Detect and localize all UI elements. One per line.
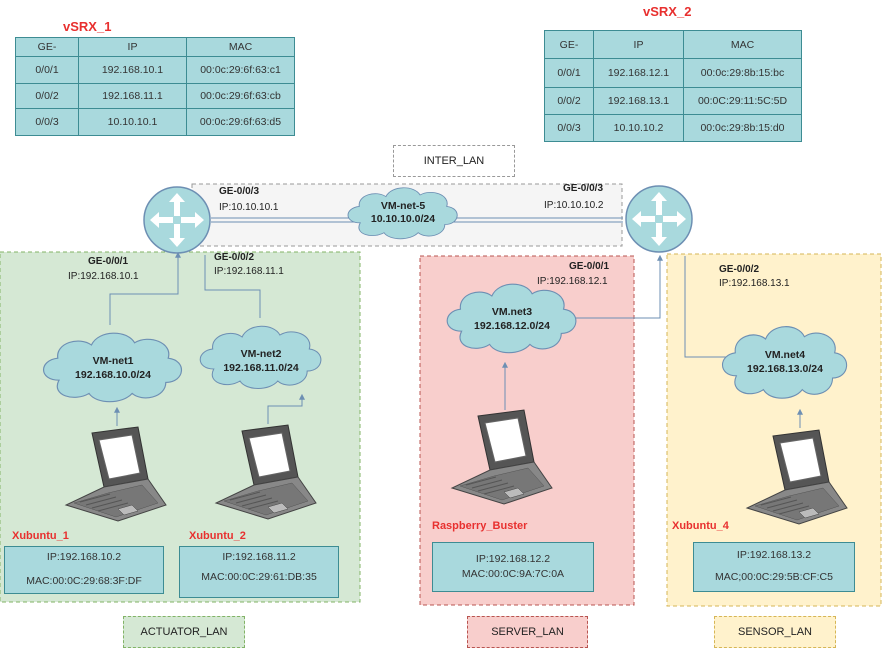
table-header: GE- <box>15 37 79 57</box>
host-xubuntu1-name: Xubuntu_1 <box>12 530 69 542</box>
table-cell: 00:0C:29:11:5C:5D <box>683 87 802 115</box>
router-vsrx2-icon <box>625 185 693 253</box>
vsrx2-ge003-ip: IP:10.10.10.2 <box>544 200 604 211</box>
vsrx1-ge002-ip: IP:192.168.11.1 <box>214 266 284 277</box>
host-mac: MAC:00:0C:9A:7C:0A <box>461 568 565 580</box>
sensor-lan-label: SENSOR_LAN <box>714 616 836 648</box>
vsrx1-interface-table: GE- IP MAC 0/0/1 192.168.10.1 00:0c:29:6… <box>15 37 295 136</box>
vsrx2-title: vSRX_2 <box>643 4 692 19</box>
host-xubuntu1-info: IP:192.168.10.2 MAC:00:0C:29:68:3F:DF <box>4 546 164 594</box>
table-cell: 00:0c:29:6f:63:d5 <box>186 108 295 136</box>
table-header: IP <box>593 30 684 59</box>
vsrx1-ge001-ip: IP:192.168.10.1 <box>68 271 139 282</box>
host-xubuntu4-info: IP:192.168.13.2 MAC;00:0C:29:5B:CF:C5 <box>693 542 855 592</box>
table-header: IP <box>78 37 187 57</box>
host-xubuntu2-name: Xubuntu_2 <box>189 530 246 542</box>
vsrx1-ge001-label: GE-0/0/1 <box>88 256 129 267</box>
host-raspberry-name: Raspberry_Buster <box>432 520 528 532</box>
link-net3-r2 <box>570 254 663 319</box>
host-xubuntu2-info: IP:192.168.11.2 MAC:00:0C:29:61:DB:35 <box>179 546 339 598</box>
table-cell: 0/0/2 <box>15 83 79 109</box>
vsrx2-ge002-ip: IP:192.168.13.1 <box>719 278 790 289</box>
host-ip: IP:192.168.10.2 <box>46 551 122 563</box>
link-pc2-net2 <box>267 393 305 424</box>
host-mac: MAC;00:0C:29:5B:CF:C5 <box>715 571 833 583</box>
host-raspberry-info: IP:192.168.12.2 MAC:00:0C:9A:7C:0A <box>432 542 594 592</box>
table-cell: 192.168.12.1 <box>593 58 684 88</box>
vsrx1-title: vSRX_1 <box>63 19 112 34</box>
table-cell: 00:0c:29:8b:15:d0 <box>683 114 802 142</box>
table-cell: 00:0c:29:8b:15:bc <box>683 58 802 88</box>
vsrx2-interface-table: GE- IP MAC 0/0/1 192.168.12.1 00:0c:29:8… <box>544 30 802 142</box>
table-cell: 00:0c:29:6f:63:c1 <box>186 56 295 84</box>
table-header: MAC <box>186 37 295 57</box>
actuator-lan-zone <box>0 251 361 603</box>
table-header: GE- <box>544 30 594 59</box>
vsrx1-ge002-label: GE-0/0/2 <box>214 252 255 263</box>
table-header: MAC <box>683 30 802 59</box>
actuator-lan-label: ACTUATOR_LAN <box>123 616 245 648</box>
router-vsrx1-icon <box>143 186 211 254</box>
link-net1-r1 <box>109 251 181 325</box>
table-cell: 192.168.11.1 <box>78 83 187 109</box>
vsrx2-ge001-label: GE-0/0/1 <box>569 261 610 272</box>
table-cell: 0/0/3 <box>15 108 79 136</box>
table-cell: 192.168.10.1 <box>78 56 187 84</box>
table-cell: 00:0c:29:6f:63:cb <box>186 83 295 109</box>
table-cell: 0/0/1 <box>15 56 79 84</box>
table-cell: 10.10.10.2 <box>593 114 684 142</box>
vsrx2-ge001-ip: IP:192.168.12.1 <box>537 276 608 287</box>
inter-lan-label: INTER_LAN <box>393 145 515 177</box>
host-xubuntu4-name: Xubuntu_4 <box>672 520 729 532</box>
vsrx1-ge003-ip: IP:10.10.10.1 <box>219 202 279 213</box>
vsrx1-ge003-label: GE-0/0/3 <box>219 186 260 197</box>
link-net2-r1 <box>204 255 261 318</box>
host-ip: IP:192.168.11.2 <box>222 551 296 563</box>
link-net4-r2 <box>684 256 735 358</box>
table-cell: 192.168.13.1 <box>593 87 684 115</box>
table-cell: 10.10.10.1 <box>78 108 187 136</box>
host-ip: IP:192.168.13.2 <box>736 549 812 561</box>
host-mac: MAC:00:0C:29:61:DB:35 <box>201 571 317 583</box>
table-cell: 0/0/3 <box>544 114 594 142</box>
table-cell: 0/0/1 <box>544 58 594 88</box>
server-lan-label: SERVER_LAN <box>467 616 588 648</box>
vsrx2-ge003-label: GE-0/0/3 <box>563 183 604 194</box>
table-cell: 0/0/2 <box>544 87 594 115</box>
host-ip: IP:192.168.12.2 <box>475 553 551 565</box>
host-mac: MAC:00:0C:29:68:3F:DF <box>26 575 142 587</box>
vsrx2-ge002-label: GE-0/0/2 <box>719 264 760 275</box>
